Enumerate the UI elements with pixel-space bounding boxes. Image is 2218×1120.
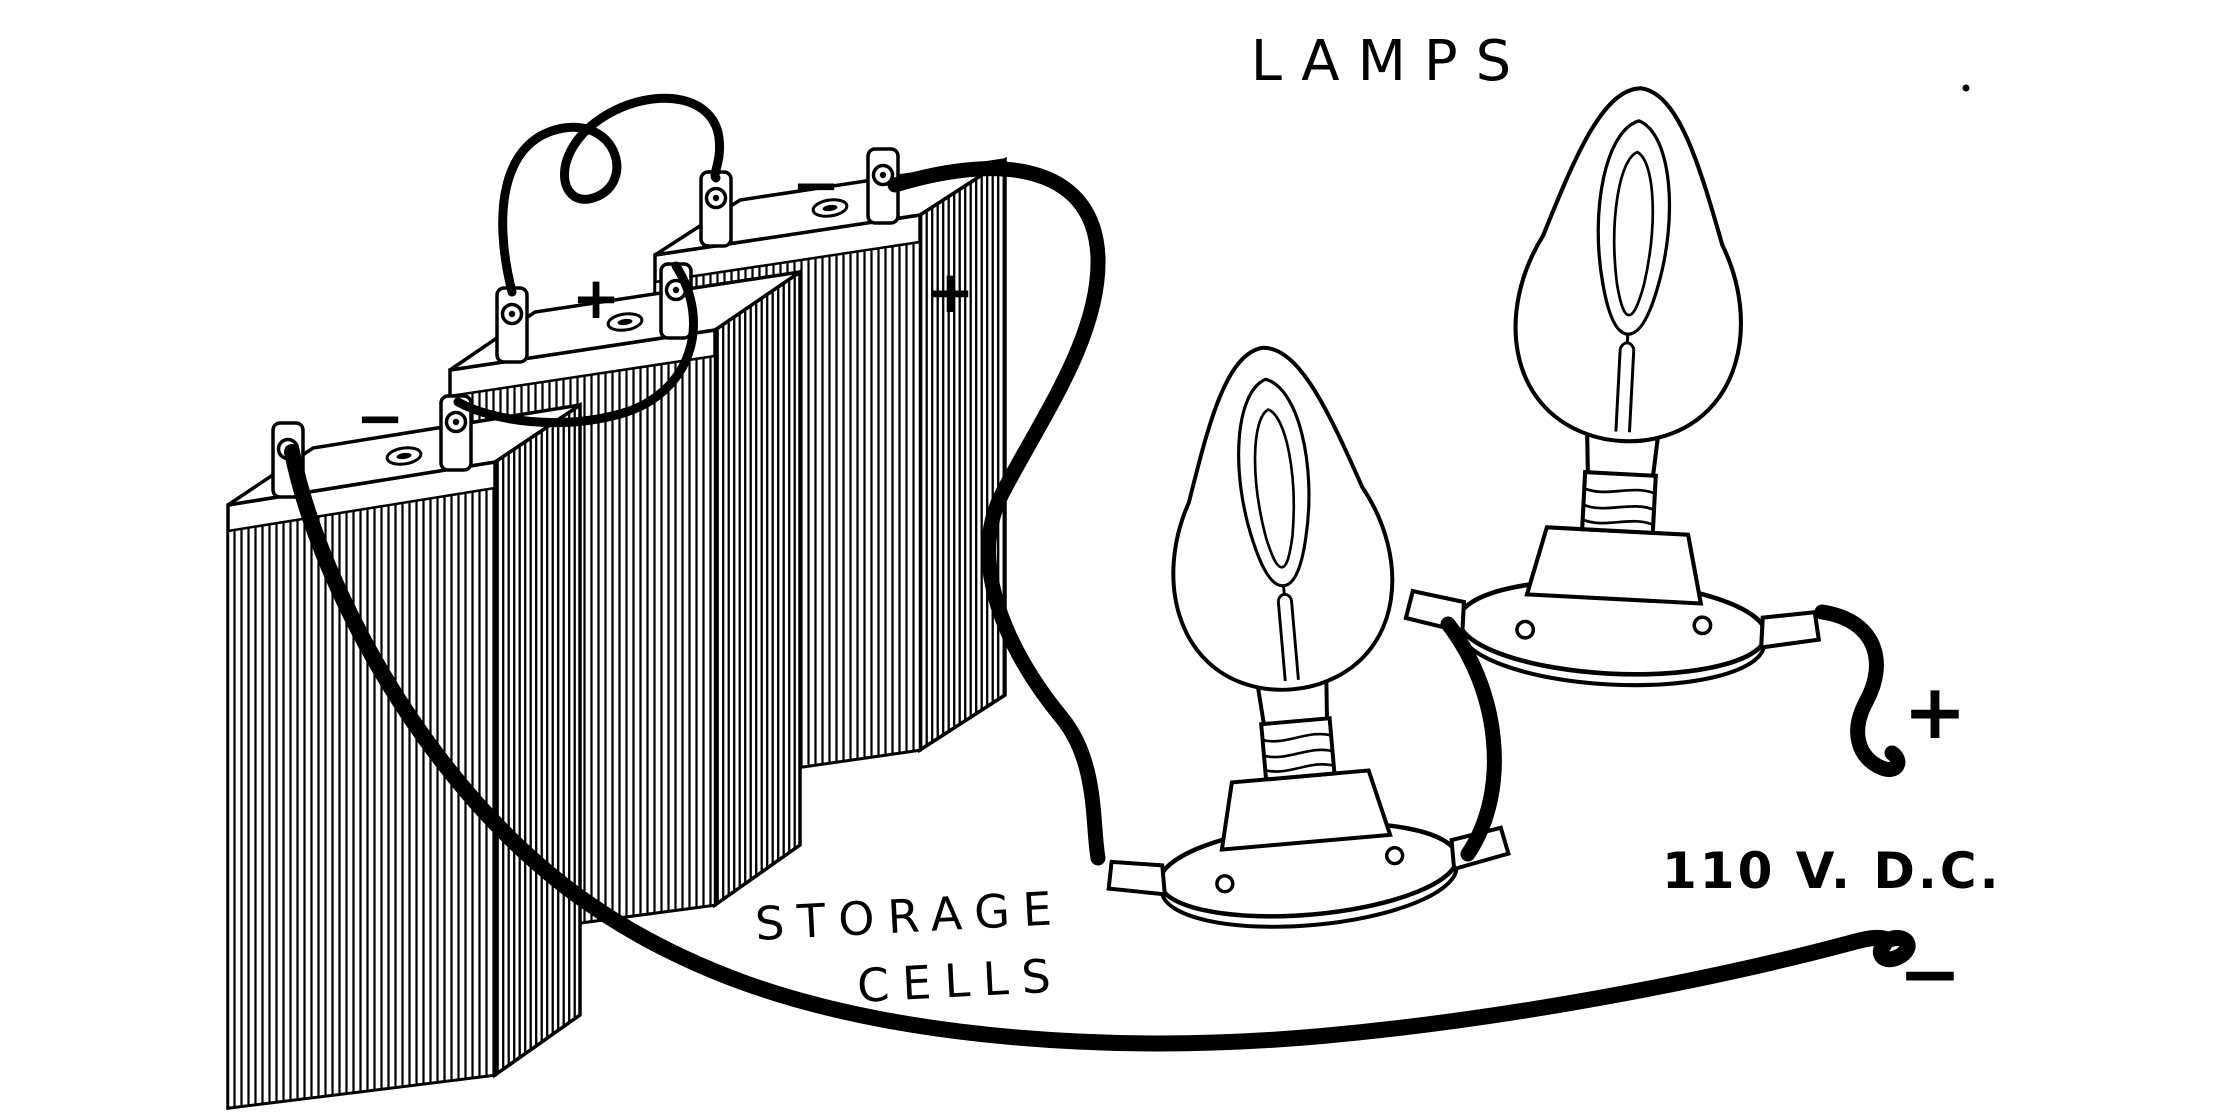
cell-middle-positive-sign: + xyxy=(572,264,621,332)
cell-side-face xyxy=(493,401,582,1079)
label-storage: STORAGE xyxy=(754,881,1066,951)
cell-back-negative-post xyxy=(699,170,733,248)
lamp-connector-wire xyxy=(1440,616,1502,862)
battery-to-lamp-wire xyxy=(887,161,1106,866)
negative-supply-wire xyxy=(284,444,1916,1052)
lamp-2 xyxy=(1403,77,1847,695)
cell-back-positive-sign: + xyxy=(926,258,975,326)
lamp-1 xyxy=(1063,330,1513,942)
storage-cell-front xyxy=(226,394,582,1110)
supply-positive-sign: + xyxy=(1903,667,1967,756)
cell-front-negative-sign: − xyxy=(356,384,405,452)
cell-side-face xyxy=(918,156,1007,754)
battery-jumper-wires xyxy=(453,93,725,428)
positive-supply-wire xyxy=(1814,604,1906,777)
coiled-jumper-wire xyxy=(498,93,725,297)
storage-cells-group xyxy=(226,147,1007,1110)
cell-middle-positive-post xyxy=(495,286,529,364)
print-speck xyxy=(1962,84,1970,92)
cell-jumper-wire xyxy=(453,261,698,428)
label-lamps: LAMPS xyxy=(1251,29,1529,94)
cell-side-face xyxy=(713,268,802,909)
supply-negative-sign: − xyxy=(1898,929,1962,1018)
cell-front-hatch xyxy=(226,486,497,1110)
cell-back-negative-sign: − xyxy=(792,151,841,219)
label-supply-voltage: 110 V. D.C. xyxy=(1662,842,2002,900)
label-cells: CELLS xyxy=(856,948,1065,1013)
